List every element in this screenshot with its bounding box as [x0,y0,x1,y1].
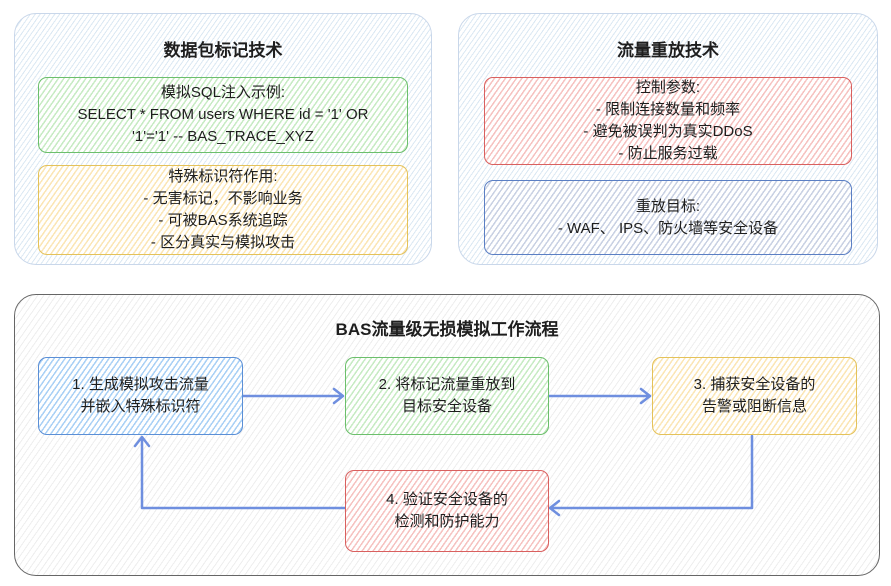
arrow-step2-to-step3 [547,387,652,405]
box-line: - 无害标记，不影响业务 [143,190,303,207]
box-heading: 特殊标识符作用: [168,168,278,185]
step-line: 4. 验证安全设备的 [386,491,508,508]
box-line: - 限制连接数量和频率 [595,101,741,118]
identifier-box: 特殊标识符作用: - 无害标记，不影响业务 - 可被BAS系统追踪 - 区分真实… [38,165,408,255]
step-line: 告警或阻断信息 [701,398,807,415]
box-line: - WAF、 IPS、防火墙等安全设备 [557,219,779,237]
arrow-step3-to-step4 [548,434,754,517]
arrow-step4-to-step1 [133,435,347,510]
box-line: - 区分真实与模拟攻击 [150,234,296,251]
panel-title: BAS流量级无损模拟工作流程 [335,320,559,339]
box-line: - 防止服务过载 [618,145,718,162]
box-line: - 避免被误判为真实DDoS [583,123,753,140]
box-heading: 重放目标: [635,197,701,215]
workflow-step-2: 2. 将标记流量重放到 目标安全设备 [345,357,549,435]
step-line: 并嵌入特殊标识符 [80,398,201,415]
box-heading: 模拟SQL注入示例: [160,84,286,101]
workflow-step-3: 3. 捕获安全设备的 告警或阻断信息 [652,357,857,435]
step-line: 1. 生成模拟攻击流量 [72,376,209,393]
control-params-box: 控制参数: - 限制连接数量和频率 - 避免被误判为真实DDoS - 防止服务过… [484,77,852,165]
step-line: 3. 捕获安全设备的 [693,376,816,393]
arrow-step1-to-step2 [241,387,345,405]
sql-example-box: 模拟SQL注入示例: SELECT * FROM users WHERE id … [38,77,408,153]
replay-target-box: 重放目标: - WAF、 IPS、防火墙等安全设备 [484,180,852,255]
workflow-step-1: 1. 生成模拟攻击流量 并嵌入特殊标识符 [38,357,243,435]
box-line: - 可被BAS系统追踪 [158,212,288,229]
box-line: '1'='1' -- BAS_TRACE_XYZ [132,128,314,145]
box-heading: 控制参数: [635,79,701,96]
step-line: 2. 将标记流量重放到 [378,376,516,393]
panel-title: 数据包标记技术 [163,41,283,60]
step-line: 目标安全设备 [401,398,492,415]
workflow-step-4: 4. 验证安全设备的 检测和防护能力 [345,470,549,552]
box-line: SELECT * FROM users WHERE id = '1' OR [77,106,369,123]
step-line: 检测和防护能力 [394,513,500,530]
panel-title: 流量重放技术 [617,41,719,60]
